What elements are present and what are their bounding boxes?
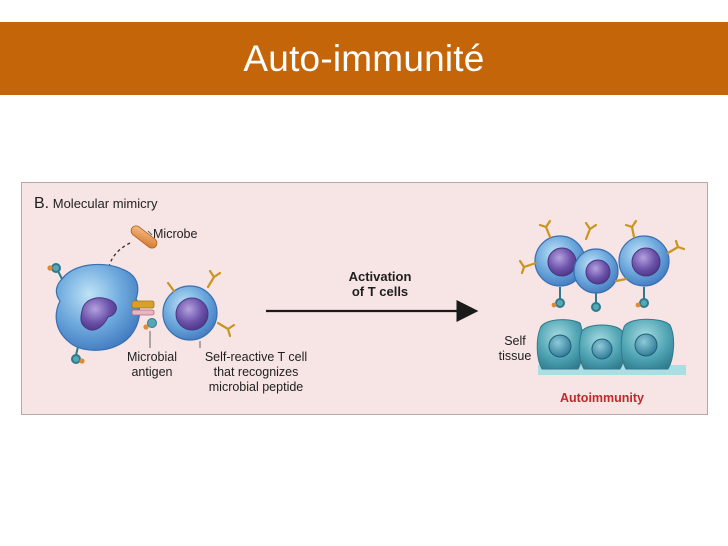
slide-title: Auto-immunité: [243, 37, 485, 79]
tcell-line-1: Self-reactive T cell: [204, 350, 308, 364]
microbe-leader: [147, 230, 153, 236]
title-bar: Auto-immunité: [0, 22, 728, 95]
t-cell-icon: [618, 235, 670, 287]
diagram-svg: [47, 219, 686, 375]
activation-line-2: of T cells: [351, 284, 409, 299]
t-cell-label: Self-reactive T cell that recognizes mic…: [192, 350, 320, 395]
self-line-2: tissue: [498, 349, 532, 363]
molecular-mimicry-figure: B. Molecular mimicry Microbe Microbial a…: [21, 182, 708, 415]
activation-line-1: Activation: [348, 269, 412, 284]
tcell-line-2: that recognizes: [213, 365, 299, 379]
panel-letter: B.: [34, 195, 50, 212]
tcell-line-3: microbial peptide: [208, 380, 304, 394]
antigen-line-1: Microbial: [126, 350, 177, 364]
antigen-presenting-cell-icon: [47, 263, 157, 364]
activation-label: Activation of T cells: [325, 269, 435, 299]
t-cell-icon: [534, 235, 586, 287]
self-tissue-label: Self tissue: [490, 334, 540, 364]
activated-t-cells: [518, 219, 686, 312]
microbial-antigen-label: Microbial antigen: [120, 350, 184, 380]
microbe-label: Microbe: [153, 227, 198, 241]
panel-title-text: Molecular mimicry: [52, 196, 158, 211]
autoimmunity-label: Autoimmunity: [559, 391, 645, 405]
panel-title: B. Molecular mimicry: [34, 195, 157, 213]
self-line-1: Self: [504, 334, 526, 348]
antigen-line-2: antigen: [131, 365, 173, 379]
self-tissue-icon: [536, 318, 686, 375]
t-cell-icon: [162, 269, 236, 341]
t-cell-icon: [573, 248, 619, 294]
microbe-icon: [130, 225, 158, 249]
